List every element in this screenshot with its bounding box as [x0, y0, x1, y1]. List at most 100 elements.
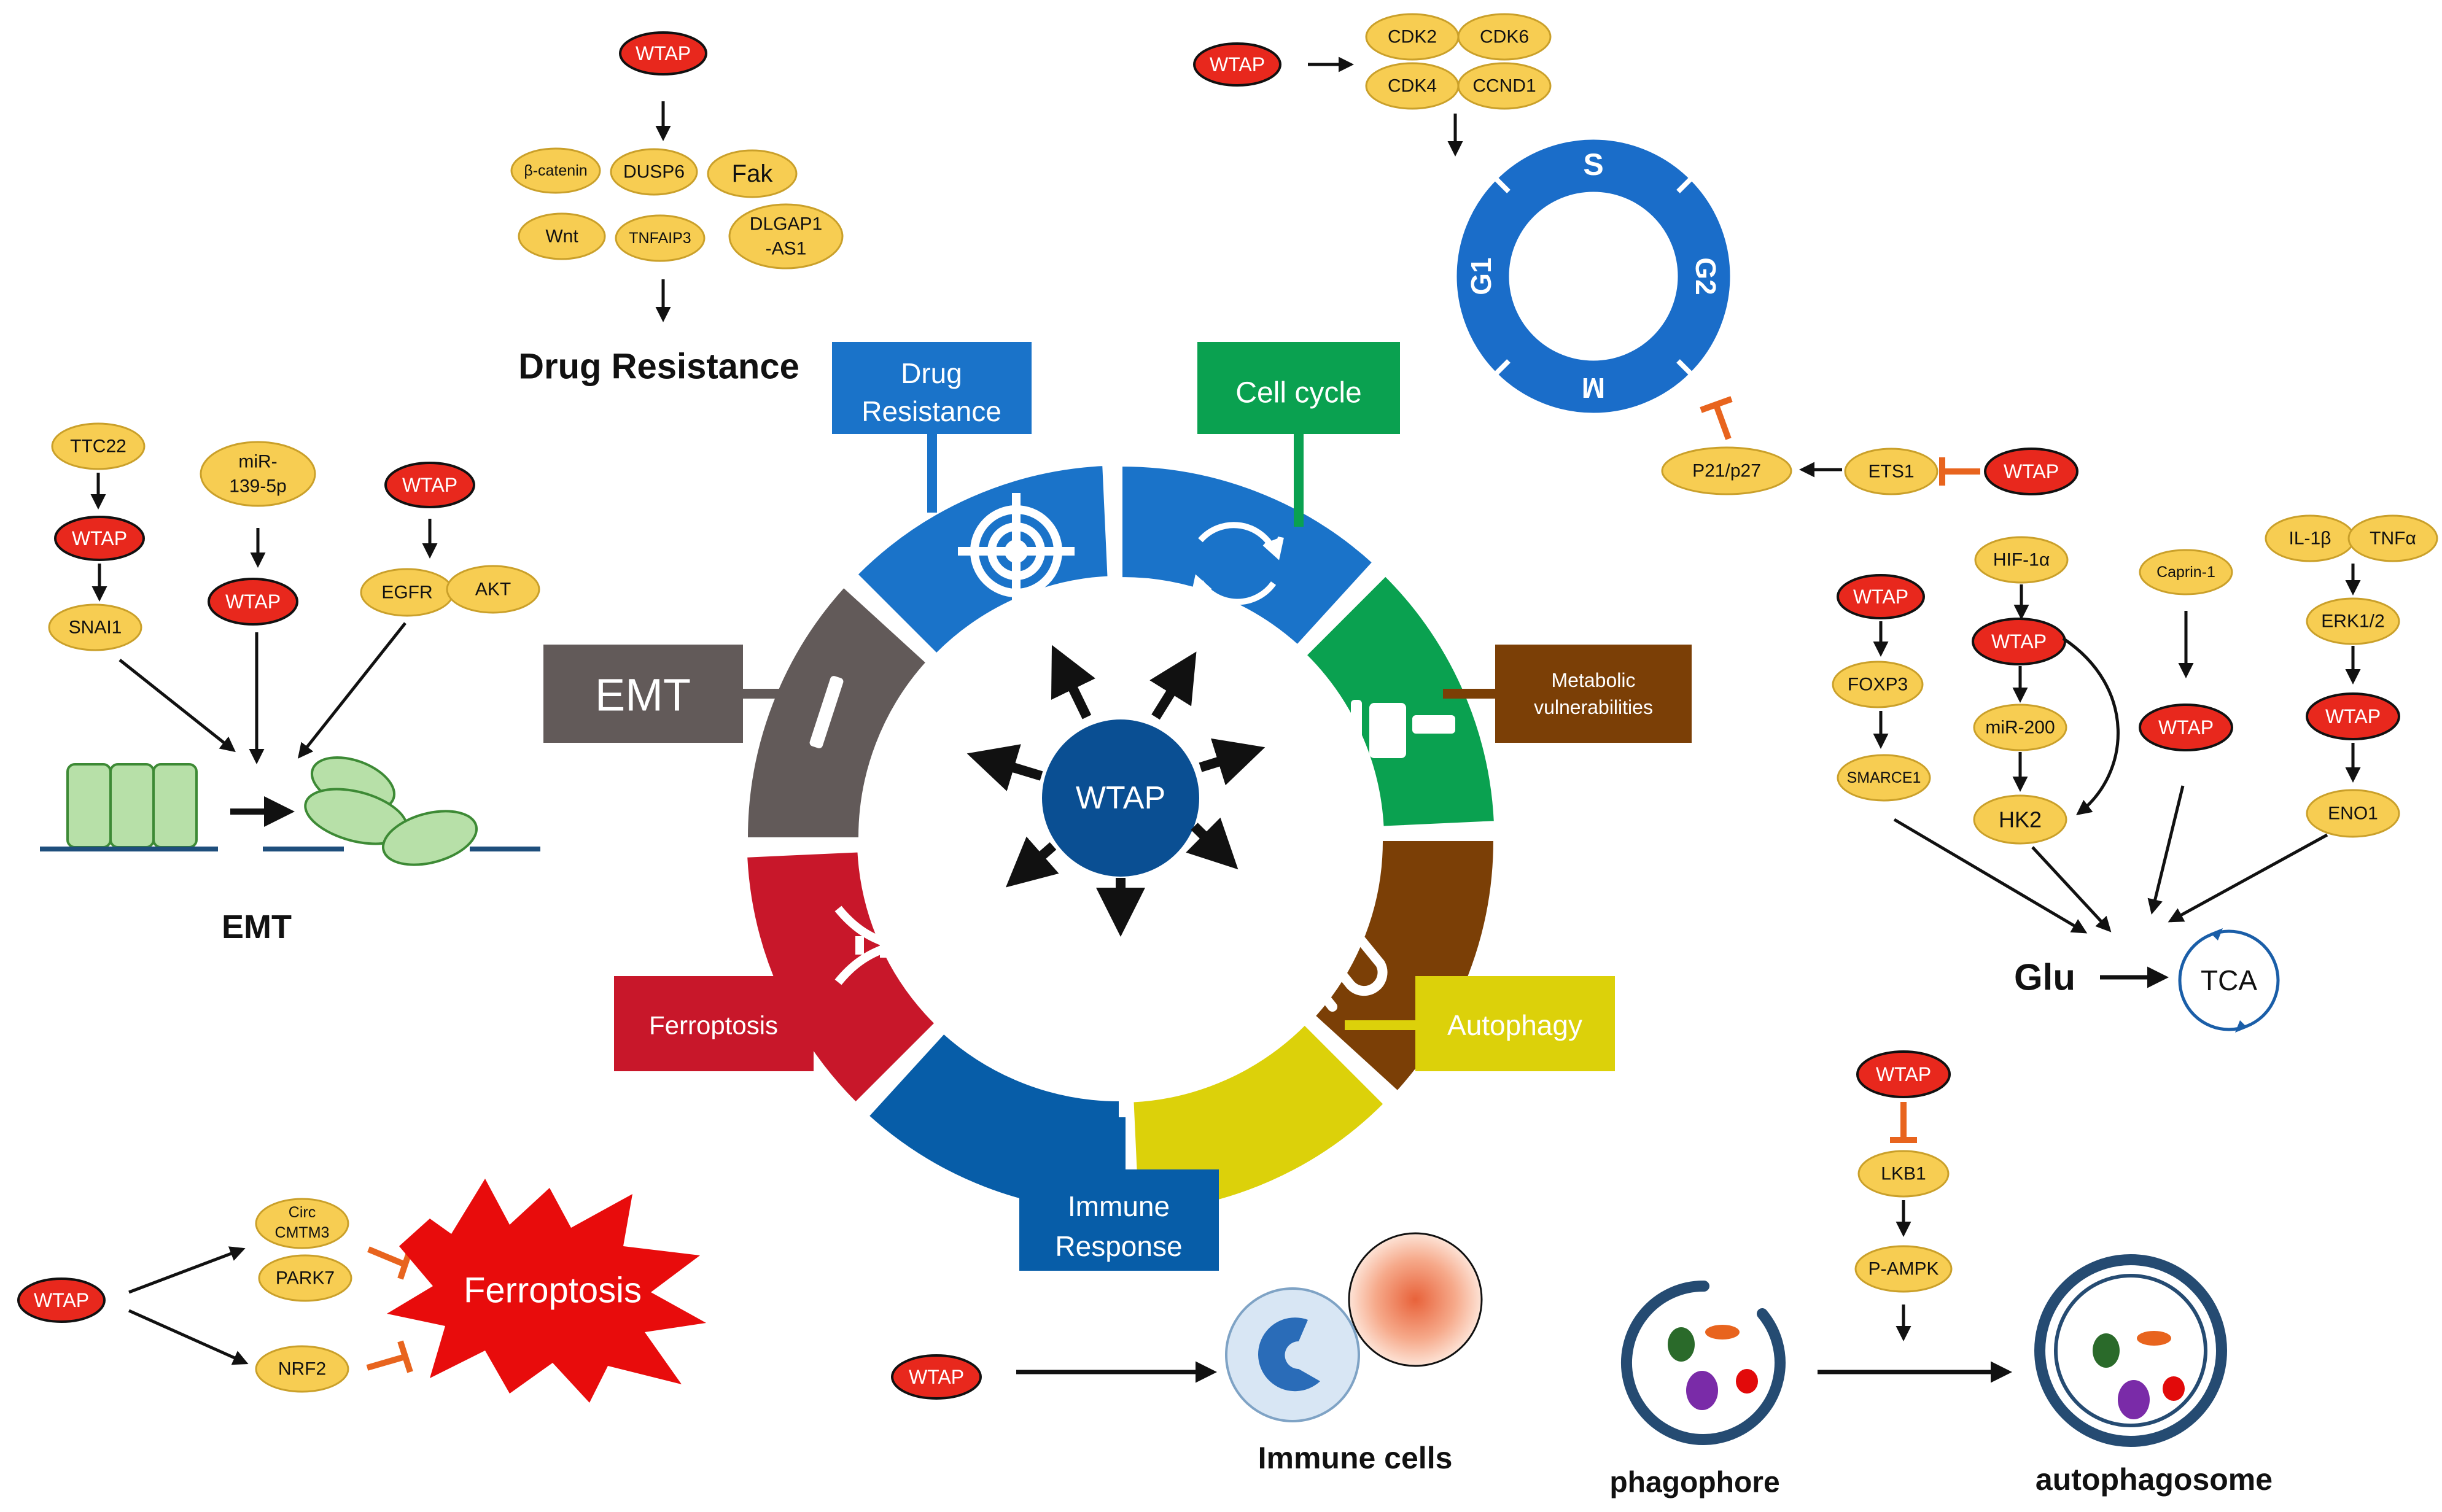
- node-p21-label: P21/p27: [1692, 461, 1761, 481]
- phase-m: M: [1582, 372, 1605, 404]
- emt-wtap3-label: WTAP: [402, 474, 457, 496]
- node-beta-catenin: [510, 147, 601, 194]
- category-cell-cycle: Cell cycle: [1235, 377, 1361, 409]
- cycle-wtap-node: [1193, 42, 1281, 87]
- node-mir139: [200, 441, 316, 507]
- exclamation-icon: [809, 676, 908, 754]
- node-circ-cmtm3: [255, 1198, 349, 1249]
- inhibit-ets1: [1939, 457, 1980, 486]
- category-immune-line1: Immune: [1068, 1190, 1170, 1222]
- node-eno1-label: ENO1: [2328, 804, 2378, 824]
- node-foxp3-label: FOXP3: [1848, 675, 1908, 695]
- node-hk2-label: HK2: [1999, 807, 2042, 832]
- category-box-autophagy: Autophagy: [1415, 976, 1615, 1071]
- node-tnfa-label: TNFα: [2370, 529, 2416, 549]
- mesenchymal-cells-icon: [263, 756, 540, 866]
- category-autophagy: Autophagy: [1447, 1009, 1582, 1041]
- node-cdk6: [1457, 13, 1552, 61]
- phase-g1: G1: [1465, 257, 1497, 295]
- node-circ-line1: Circ: [289, 1204, 316, 1221]
- node-foxp3: [1832, 661, 1924, 708]
- drug-wtap-node: [619, 31, 707, 76]
- ferroptosis-panel: WTAP Circ CMTM3 PARK7 NRF2 Ferroptosis: [17, 1179, 706, 1403]
- node-beta-catenin-label: β-catenin: [524, 162, 587, 179]
- emt-title: EMT: [222, 909, 292, 945]
- cycle-arrows-icon: [1191, 522, 1284, 605]
- no-entry-icon: [1070, 1001, 1171, 1101]
- drug-wtap-label: WTAP: [636, 42, 691, 64]
- node-erk: [2306, 597, 2400, 645]
- node-park7: [258, 1254, 352, 1302]
- node-wnt-label: Wnt: [545, 227, 578, 247]
- node-mir200-label: miR-200: [1985, 718, 2055, 738]
- node-erk-label: ERK1/2: [2321, 611, 2384, 632]
- node-ccnd1: [1457, 62, 1552, 110]
- node-circ-line2: CMTM3: [275, 1224, 330, 1241]
- node-smarce1-label: SMARCE1: [1847, 769, 1921, 786]
- node-pampk: [1854, 1245, 1953, 1293]
- auto-wtap-label: WTAP: [1876, 1063, 1931, 1085]
- immune-wtap-label: WTAP: [909, 1366, 964, 1388]
- inhibit-ferroptosis-1: [367, 1246, 413, 1280]
- ring-segment-drug: [1119, 462, 1377, 649]
- node-lkb1-label: LKB1: [1881, 1164, 1926, 1184]
- ferroptosis-title: Ferroptosis: [464, 1271, 642, 1311]
- node-tnfaip3-label: TNFAIP3: [629, 230, 691, 247]
- ring-segment-drug-2: [853, 462, 1111, 658]
- node-akt: [446, 565, 540, 614]
- category-box-emt: EMT: [543, 645, 743, 743]
- node-tnfaip3: [615, 214, 706, 262]
- emt-wtap2-node: [208, 578, 298, 626]
- tca-label: TCA: [2201, 964, 2257, 996]
- met-wtap-c-label: WTAP: [2158, 716, 2214, 739]
- node-ttc22: [51, 422, 146, 470]
- node-dlgap1-line1: DLGAP1: [750, 214, 822, 235]
- node-ets1: [1844, 448, 1938, 495]
- cycle-wtap2-label: WTAP: [2004, 460, 2059, 483]
- phagophore-label: phagophore: [1609, 1467, 1779, 1499]
- drug-resistance-title: Drug Resistance: [518, 347, 799, 387]
- node-tnfa: [2347, 514, 2438, 562]
- met-wtap-a-node: [1837, 574, 1925, 619]
- category-ferroptosis: Ferroptosis: [649, 1011, 778, 1040]
- category-immune-line2: Response: [1055, 1230, 1182, 1262]
- paperclip-icon: [1261, 876, 1388, 1012]
- node-park7-label: PARK7: [276, 1268, 335, 1289]
- node-dlgap1: [728, 203, 844, 269]
- node-ets1-label: ETS1: [1868, 462, 1914, 482]
- phase-g2: G2: [1690, 257, 1722, 295]
- node-caprin1: [2139, 549, 2233, 595]
- node-lkb1: [1857, 1150, 1950, 1198]
- node-caprin1-label: Caprin-1: [2156, 564, 2215, 581]
- emt-wtap3-node: [384, 462, 475, 508]
- category-metabolic-line1: Metabolic: [1552, 669, 1636, 691]
- immune-panel: WTAP Immune cells: [891, 1232, 1483, 1475]
- node-snai1: [48, 603, 142, 651]
- met-wtap-c-node: [2139, 704, 2233, 751]
- emt-wtap2-label: WTAP: [225, 591, 281, 613]
- autophagosome-icon: [2034, 1254, 2227, 1447]
- target-icon: [958, 493, 1075, 610]
- center-radial-arrows: [966, 645, 1266, 937]
- thumbtack-icon: [1351, 700, 1455, 764]
- emt-wtap1-label: WTAP: [72, 527, 127, 549]
- autophagy-panel: WTAP LKB1 P-AMPK phagophore autophagos: [1609, 1050, 2273, 1499]
- auto-wtap-node: [1856, 1050, 1951, 1098]
- metabolic-panel: WTAP FOXP3 SMARCE1 HIF-1α WTAP miR-200 H…: [1832, 514, 2438, 1033]
- inhibit-lkb1: [1890, 1102, 1917, 1143]
- ferro-wtap-label: WTAP: [34, 1289, 89, 1311]
- dna-icon: [834, 905, 949, 985]
- met-wtap-d-node: [2306, 692, 2400, 740]
- node-nrf2: [255, 1345, 349, 1393]
- immune-wtap-node: [891, 1354, 982, 1400]
- node-cdk4-label: CDK4: [1388, 76, 1437, 96]
- ring-segment-cell-cycle: [1302, 572, 1498, 830]
- ring-segment-emt: [744, 583, 931, 841]
- category-box-drug-resistance: Drug Resistance: [832, 342, 1032, 434]
- node-p21: [1661, 446, 1792, 495]
- node-fak: [707, 149, 798, 198]
- ferroptosis-starburst: [387, 1179, 706, 1403]
- category-connectors: [743, 430, 1498, 1169]
- autophagosome-label: autophagosome: [2036, 1462, 2273, 1497]
